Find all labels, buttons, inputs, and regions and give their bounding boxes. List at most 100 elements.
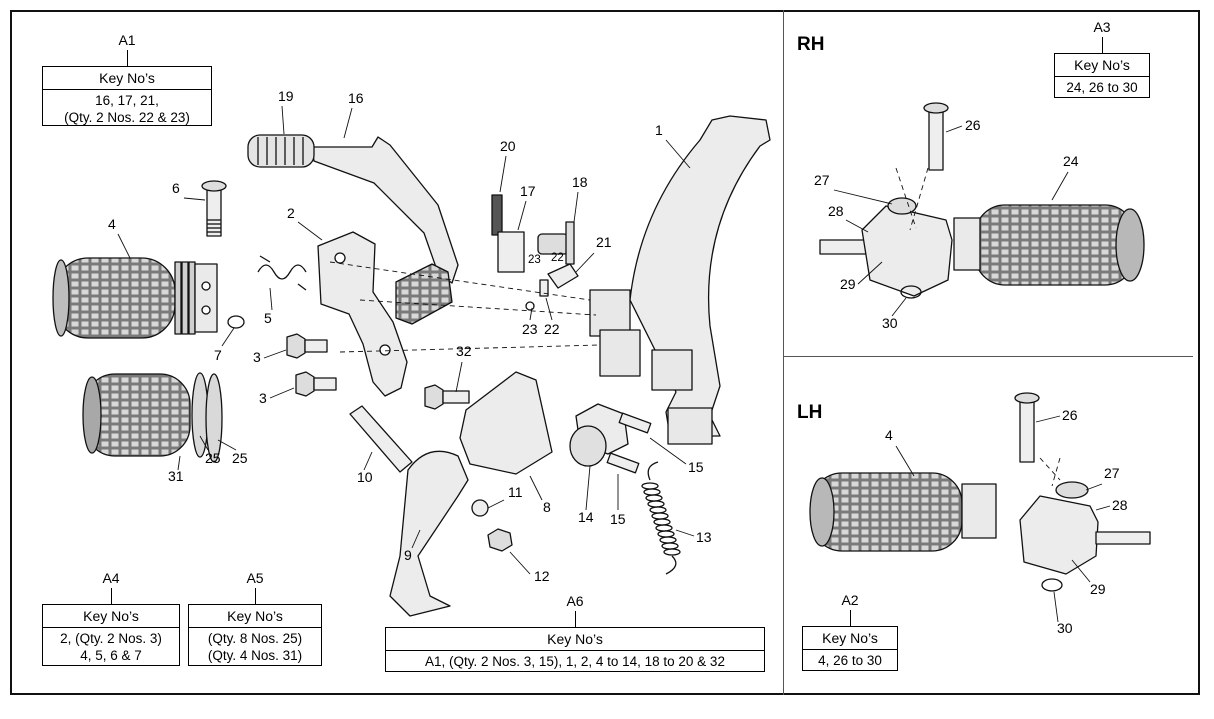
rh-grip-bracket bbox=[953, 217, 981, 271]
main-leader bbox=[487, 499, 505, 509]
grip-ring bbox=[174, 261, 182, 335]
bolt-15 bbox=[606, 452, 640, 474]
key-header: Key No’s bbox=[43, 67, 211, 90]
main-leader bbox=[269, 387, 295, 399]
key-line: 16, 17, 21, bbox=[95, 93, 159, 108]
rh-leader bbox=[891, 297, 907, 317]
main-leader bbox=[263, 349, 287, 359]
key-header: Key No’s bbox=[189, 605, 321, 628]
main-leader bbox=[221, 327, 235, 347]
cap-14 bbox=[569, 425, 607, 467]
main-callout-14: 14 bbox=[578, 509, 594, 525]
main-callout-13: 13 bbox=[696, 529, 712, 545]
frame-tube-1 bbox=[629, 115, 771, 437]
rh-grip-end bbox=[1115, 208, 1145, 282]
key-line: (Qty. 2 Nos. 22 & 23) bbox=[64, 110, 190, 125]
main-callout-1: 1 bbox=[655, 122, 663, 138]
rh-callout-30: 30 bbox=[882, 315, 898, 331]
key-table: Key No’s 4, 26 to 30 bbox=[802, 626, 898, 671]
spring-coil bbox=[659, 536, 677, 544]
key-stem bbox=[850, 610, 851, 626]
main-callout-2: 2 bbox=[287, 205, 295, 221]
key-stem bbox=[1102, 37, 1103, 53]
rh-callout-29: 29 bbox=[840, 276, 856, 292]
rh-bracket-28 bbox=[861, 205, 953, 297]
spring-coil bbox=[643, 488, 661, 496]
main-leader bbox=[665, 139, 691, 169]
main-callout-25: 25 bbox=[232, 450, 248, 466]
spring-coil bbox=[645, 494, 663, 502]
brake-pedal-16 bbox=[311, 136, 459, 284]
rh-grip-body bbox=[974, 204, 1136, 286]
spring-coil bbox=[649, 506, 667, 514]
bolt-shank bbox=[442, 390, 470, 404]
spring-coil bbox=[651, 512, 669, 520]
key-name: A2 bbox=[841, 592, 859, 608]
spring-5 bbox=[257, 255, 307, 291]
nut-12 bbox=[487, 528, 513, 552]
main-leader bbox=[517, 200, 527, 231]
side-plate-8 bbox=[459, 371, 553, 475]
pedal-rubber-19 bbox=[247, 134, 315, 168]
bracket-hole bbox=[201, 281, 211, 291]
pin-18 bbox=[537, 233, 569, 255]
washer-11 bbox=[471, 499, 489, 517]
lh-leader bbox=[895, 445, 915, 477]
spring-coil bbox=[661, 542, 679, 550]
main-callout-32: 32 bbox=[456, 343, 472, 359]
key-name: A3 bbox=[1093, 19, 1111, 35]
pin-10 bbox=[349, 405, 413, 473]
vertical-divider bbox=[783, 10, 784, 695]
main-leader bbox=[575, 252, 595, 273]
key-box-a4: A4 Key No’s 2, (Qty. 2 Nos. 3) 4, 5, 6 &… bbox=[42, 570, 180, 680]
main-leader bbox=[499, 155, 507, 193]
lh-leader bbox=[1071, 559, 1091, 583]
key-box-a1: A1 Key No’s 16, 17, 21, (Qty. 2 Nos. 22 … bbox=[42, 32, 212, 132]
frame-tube-bracket bbox=[651, 349, 693, 391]
grip-end bbox=[52, 259, 70, 337]
footrest-rubber-31 bbox=[82, 373, 191, 457]
side-stand-9 bbox=[389, 450, 469, 617]
key-header: Key No’s bbox=[1055, 54, 1149, 77]
main-leader bbox=[117, 233, 131, 259]
lh-peg-shaft bbox=[1095, 531, 1151, 545]
main-leader bbox=[411, 529, 421, 549]
key-header: Key No’s bbox=[43, 605, 179, 628]
lh-callout-30: 30 bbox=[1057, 620, 1073, 636]
lh-pin-26-shaft bbox=[1019, 399, 1035, 463]
key-box-a2: A2 Key No’s 4, 26 to 30 bbox=[802, 592, 898, 676]
diagram-frame bbox=[10, 10, 1200, 695]
assembly-line bbox=[1039, 457, 1061, 487]
lh-grip-bracket bbox=[961, 483, 997, 539]
key-line: (Qty. 8 Nos. 25) bbox=[207, 631, 303, 646]
grip-bracket bbox=[194, 263, 218, 333]
main-callout-10: 10 bbox=[357, 469, 373, 485]
main-callout-23: 23 bbox=[528, 254, 541, 266]
bolt-3 bbox=[295, 371, 337, 397]
main-leader bbox=[281, 105, 285, 135]
key-table: Key No’s 2, (Qty. 2 Nos. 3) 4, 5, 6 & 7 bbox=[42, 604, 180, 666]
main-callout-12: 12 bbox=[534, 568, 550, 584]
key-line: A1, (Qty. 2 Nos. 3, 15), 1, 2, 4 to 14, … bbox=[425, 654, 725, 669]
key-name: A4 bbox=[102, 570, 120, 586]
key-table: Key No’s (Qty. 8 Nos. 25) (Qty. 4 Nos. 3… bbox=[188, 604, 322, 666]
key-stem bbox=[111, 588, 112, 604]
rh-leader bbox=[857, 261, 883, 285]
rh-leader bbox=[833, 189, 893, 205]
main-callout-23: 23 bbox=[522, 321, 538, 337]
rh-callout-28: 28 bbox=[828, 203, 844, 219]
pin-6 bbox=[201, 180, 227, 237]
main-leader bbox=[199, 435, 209, 451]
bracket-hole bbox=[379, 344, 391, 356]
rh-grip-24 bbox=[953, 204, 1145, 286]
main-callout-21: 21 bbox=[596, 234, 612, 250]
spring-coil bbox=[653, 518, 671, 526]
cotter-22 bbox=[539, 279, 549, 297]
pedal-rubber-body bbox=[247, 134, 315, 168]
bracket-hole bbox=[201, 305, 211, 315]
main-callout-25: 25 bbox=[205, 450, 221, 466]
lh-grip-4 bbox=[809, 472, 997, 552]
lh-leader bbox=[1053, 591, 1059, 623]
assembly-line bbox=[329, 261, 591, 301]
